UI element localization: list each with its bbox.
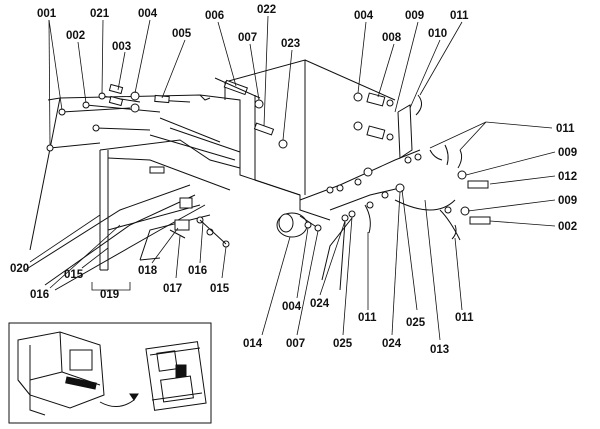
callout-003: 003 [112, 41, 131, 53]
callout-024-low2: 024 [382, 338, 402, 350]
callout-004-top: 004 [354, 10, 374, 22]
callout-005: 005 [172, 28, 192, 40]
right-assembly [299, 149, 461, 291]
spacer-006 [214, 77, 261, 99]
relay-assembly [353, 92, 491, 240]
callout-019: 019 [100, 289, 119, 301]
callout-007: 007 [238, 32, 257, 44]
nut-003 [108, 83, 124, 107]
callout-025-low: 025 [333, 338, 353, 350]
main-bracket-panel [24, 59, 396, 291]
callout-001: 001 [37, 8, 57, 20]
callout-021: 021 [90, 8, 110, 20]
callout-018: 018 [138, 265, 158, 277]
callout-004-low: 004 [282, 301, 302, 313]
callout-008: 008 [382, 32, 402, 44]
connector-017 [149, 166, 193, 209]
callout-025-low2: 025 [406, 317, 426, 329]
callout-023: 023 [281, 38, 300, 50]
callout-011-low: 011 [358, 312, 377, 324]
clip-016 [196, 216, 230, 248]
callout-007-low: 007 [286, 338, 305, 350]
motor-014 [276, 212, 322, 238]
callout-011-top: 011 [450, 10, 469, 22]
callout-012: 012 [558, 171, 577, 183]
callout-017: 017 [163, 283, 182, 295]
leader-lines [29, 15, 556, 341]
callout-labels: 001 002 021 003 004 005 006 007 022 023 … [10, 4, 577, 356]
screw-001 [46, 107, 131, 152]
callout-009-top: 009 [405, 10, 424, 22]
callout-004: 004 [138, 8, 158, 20]
washer-007 [254, 99, 264, 109]
screw-002 [82, 101, 161, 132]
callout-020: 020 [10, 263, 29, 275]
location-inset [8, 322, 212, 424]
callout-009-right2: 009 [558, 195, 577, 207]
callout-016-mid: 016 [188, 265, 207, 277]
inset-frame [8, 322, 212, 424]
callout-010: 010 [428, 28, 447, 40]
bolt-005 [154, 94, 191, 104]
arrow-icon [99, 393, 139, 407]
spacer-022 [253, 122, 275, 136]
screw-023 [149, 117, 288, 161]
callout-006: 006 [205, 10, 224, 22]
callout-002-right: 002 [558, 221, 577, 233]
callout-015-left: 015 [64, 269, 84, 281]
callout-009-right: 009 [558, 147, 577, 159]
bracket-018 [169, 219, 190, 239]
callout-013: 013 [430, 344, 449, 356]
callout-024-low: 024 [310, 298, 330, 310]
callout-014: 014 [243, 338, 263, 350]
callout-016-left: 016 [30, 289, 49, 301]
callout-011-right: 011 [556, 123, 575, 135]
callout-011-low2: 011 [455, 312, 474, 324]
callout-022: 022 [257, 4, 276, 16]
printer-housing-icon [17, 331, 105, 416]
callout-002: 002 [66, 30, 85, 42]
control-board-icon [145, 341, 207, 411]
callout-015-mid: 015 [210, 283, 230, 295]
